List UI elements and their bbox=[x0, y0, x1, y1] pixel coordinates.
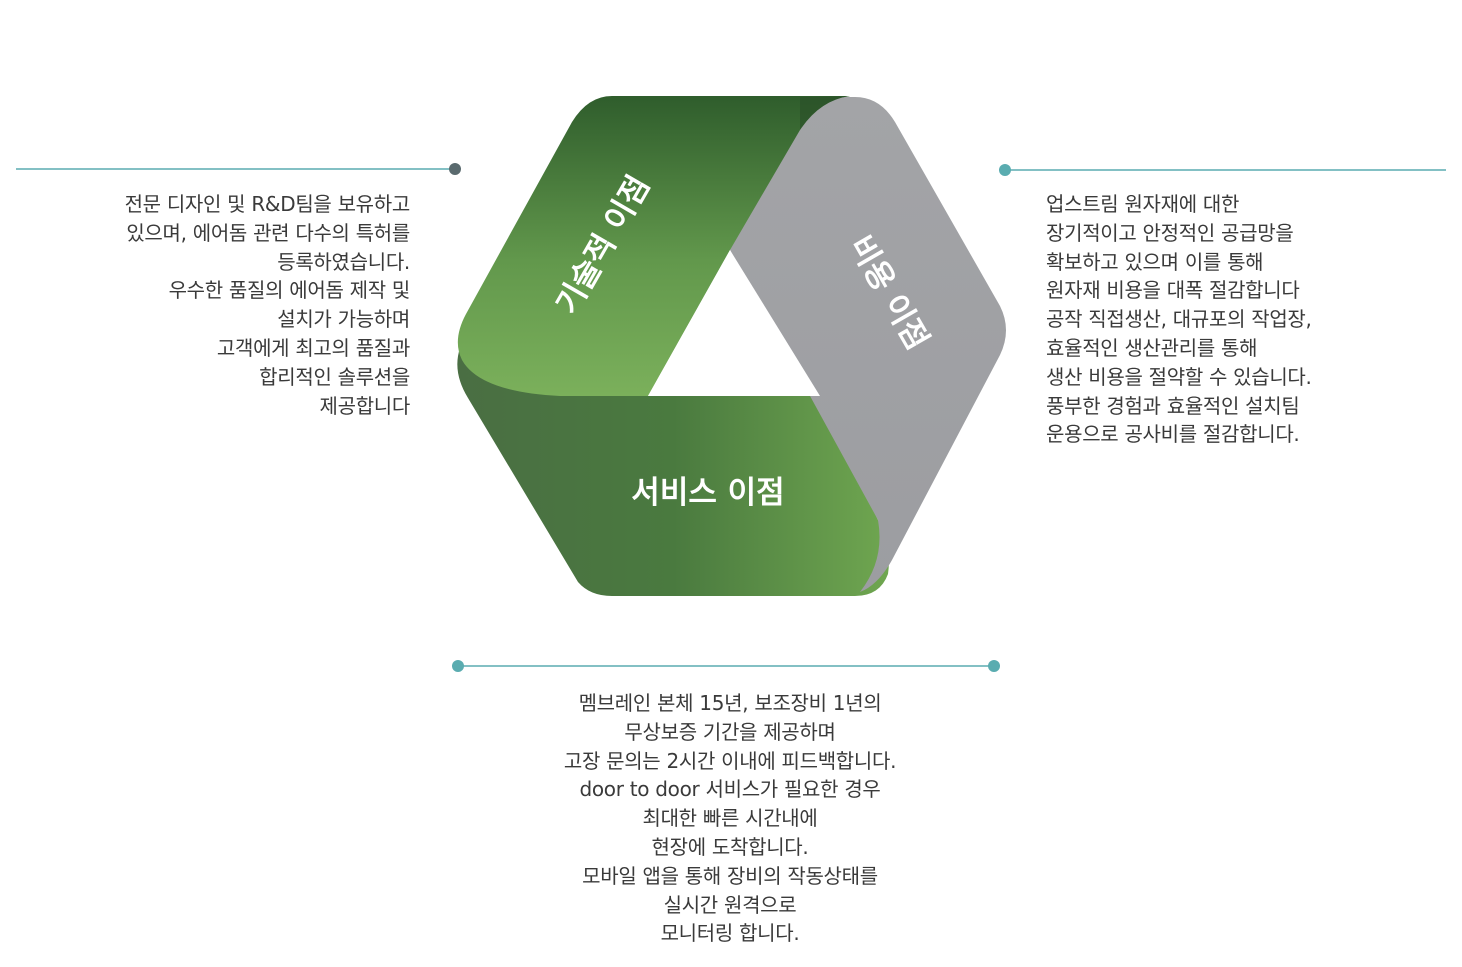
connector-dot-tech bbox=[449, 163, 461, 175]
tech-advantage-description: 전문 디자인 및 R&D팀을 보유하고 있으며, 에어돔 관련 다수의 특허를 … bbox=[124, 192, 411, 418]
segment-label-service: 서비스 이점 bbox=[631, 475, 784, 511]
cost-advantage-description: 업스트림 원자재에 대한 장기적이고 안정적인 공급망을 확보하고 있으며 이를… bbox=[1046, 192, 1312, 447]
center-triangle bbox=[648, 250, 820, 396]
connector-dot-service-left bbox=[452, 660, 464, 672]
segment-tech bbox=[457, 96, 850, 396]
connector-dot-cost bbox=[999, 164, 1011, 176]
fold-shade-tech bbox=[800, 96, 850, 130]
connector-dot-service-right bbox=[988, 660, 1000, 672]
service-advantage-description: 멤브레인 본체 15년, 보조장비 1년의 무상보증 기간을 제공하며 고장 문… bbox=[563, 691, 897, 946]
segment-cost bbox=[730, 97, 1006, 592]
